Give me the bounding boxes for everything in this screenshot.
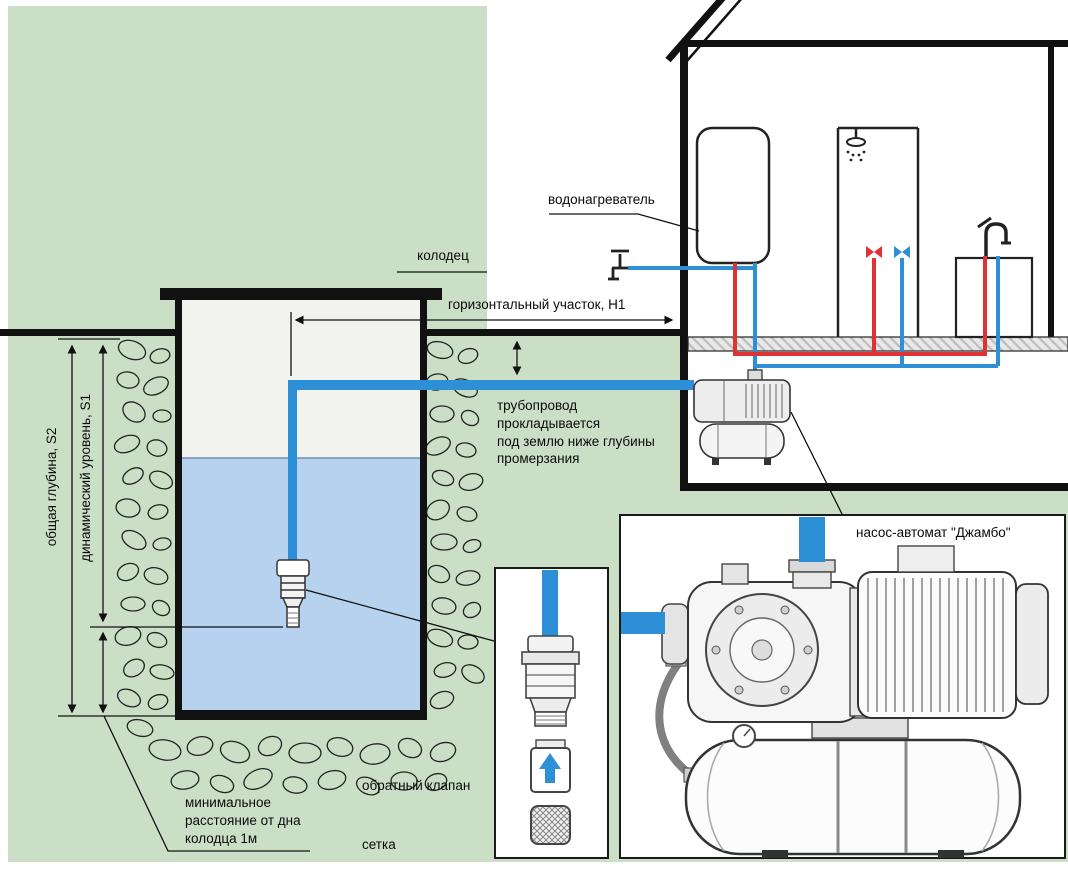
label-strainer: сетка <box>362 837 396 852</box>
inset-pump-detail <box>619 514 1066 859</box>
well-cover <box>160 288 442 300</box>
shower-valve-cold <box>894 246 910 258</box>
supply-pipe-vertical <box>288 380 297 564</box>
dimension-lines <box>58 312 674 717</box>
stones <box>113 339 485 796</box>
house <box>665 0 1068 491</box>
inset-check-valve <box>494 567 609 859</box>
label-horizontal-section: горизонтальный участок, H1 <box>448 297 626 312</box>
house-foundation <box>680 336 688 491</box>
label-min-distance: минимальное расстояние от дна колодца 1м <box>185 795 301 846</box>
ground-line-left <box>0 329 175 336</box>
water-heater <box>695 126 771 265</box>
shower-head-icon <box>846 128 866 162</box>
well-shaft <box>182 300 420 458</box>
foot-valve <box>276 559 310 628</box>
pressure-tank-small <box>699 423 785 459</box>
label-pump-station: насос-автомат "Джамбо" <box>856 525 1011 540</box>
inlet-pipe-large <box>621 612 665 634</box>
house-floor <box>687 336 1068 352</box>
roof-edge-inner <box>685 0 742 63</box>
pump-hose <box>655 661 695 780</box>
terminal-box <box>897 545 955 573</box>
pump-station-small <box>693 369 791 465</box>
outdoor-faucet-icon <box>608 249 629 281</box>
label-total-depth: общая глубина, S2 <box>44 427 60 547</box>
motor-large <box>857 571 1017 719</box>
label-dynamic-level: динамический уровень, S1 <box>78 393 94 562</box>
roof-edge <box>665 0 726 63</box>
cold-pipes <box>628 256 1000 374</box>
label-well: колодец <box>417 248 469 263</box>
house-ceiling <box>684 40 1068 47</box>
ground-line-right <box>427 329 680 336</box>
strainer-drawing <box>530 805 571 845</box>
house-wall-right <box>1048 47 1054 337</box>
sink-cabinet <box>954 256 1034 339</box>
hot-pipes <box>733 256 987 356</box>
outlet-pipe-large <box>799 517 825 562</box>
supply-pipe-horizontal <box>288 380 694 390</box>
house-wall-left <box>680 44 688 336</box>
label-pipeline-note: трубопровод прокладывается под землю ниж… <box>497 398 655 467</box>
shower-cabin <box>836 126 920 337</box>
shower-valve-hot <box>866 246 882 258</box>
leader-lines <box>103 213 852 852</box>
sink-faucet-icon <box>977 216 1011 258</box>
label-water-heater: водонагреватель <box>548 192 655 207</box>
cold-pipes-filled <box>288 380 694 564</box>
label-check-valve: обратный клапан <box>362 778 471 793</box>
pressure-tank-large <box>684 738 1022 856</box>
check-valve-drawing <box>530 739 571 793</box>
well <box>160 288 442 720</box>
basement-slab <box>680 483 1068 491</box>
